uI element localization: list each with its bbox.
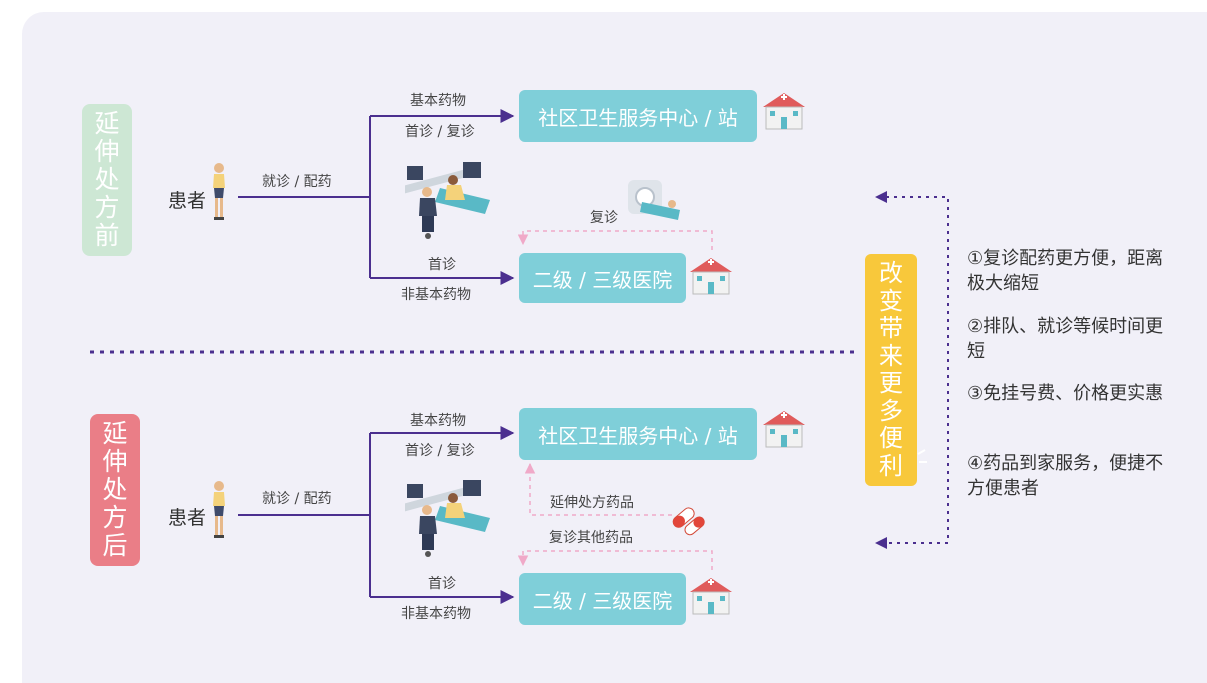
hospital-building-icon <box>690 258 732 295</box>
basic-drugs-label-after: 基本药物 <box>410 413 466 429</box>
nonbasic-drugs-label-after: 非基本药物 <box>401 606 471 622</box>
first-visit-label-before: 首诊 <box>428 257 456 273</box>
visit-label-after: 就诊 / 配药 <box>262 491 332 507</box>
return-visit-label-before: 复诊 <box>590 210 618 226</box>
bracket-arrowhead-top <box>875 191 887 203</box>
consultation-illustration-before <box>405 162 490 239</box>
vertical-char: 伸 <box>102 447 128 476</box>
community-health-center-box-before: 社区卫生服务中心 / 站 <box>519 90 757 142</box>
first-return-label-after: 首诊 / 复诊 <box>405 443 475 459</box>
vertical-char: 后 <box>102 531 128 560</box>
bracket-arrowhead-bottom <box>875 537 887 549</box>
community-health-center-box-after: 社区卫生服务中心 / 站 <box>519 408 757 460</box>
hospital-building-icon <box>763 93 805 130</box>
vertical-char: 伸 <box>94 137 120 166</box>
vertical-char: 利 <box>879 451 903 480</box>
hospital-box-before: 二级 / 三级医院 <box>519 253 686 303</box>
benefit-item: ②排队、就诊等候时间更短 <box>967 316 1164 362</box>
first-return-label-before: 首诊 / 复诊 <box>405 124 475 140</box>
before-badge: 延伸处方前 <box>82 104 132 256</box>
vertical-char: 前 <box>94 221 120 250</box>
vertical-char: 延 <box>94 109 120 138</box>
return-visit-dashed-before <box>517 230 713 250</box>
benefit-bracket <box>886 196 949 544</box>
vertical-char: 方 <box>94 193 120 222</box>
vertical-char: 更 <box>879 369 903 397</box>
other-drugs-label-after: 复诊其他药品 <box>549 530 633 546</box>
vertical-char: 处 <box>94 165 120 194</box>
change-benefit-box: 改变带来更多便利 <box>865 254 917 486</box>
basic-drugs-label-before: 基本药物 <box>410 93 466 109</box>
patient-label-after: 患者 <box>168 507 207 529</box>
benefit-item: ③免挂号费、价格更实惠 <box>967 383 1164 404</box>
visit-label-before: 就诊 / 配药 <box>262 174 332 190</box>
patient-icon-before <box>213 163 225 220</box>
extended-drugs-dashed-after <box>524 462 672 516</box>
nonbasic-drugs-label-before: 非基本药物 <box>401 287 471 303</box>
vertical-char: 多 <box>879 396 903 425</box>
first-visit-label-after: 首诊 <box>428 576 456 592</box>
vertical-char: 延 <box>102 419 128 448</box>
vertical-char: 带 <box>879 314 903 342</box>
hospital-building-icon <box>690 578 732 615</box>
pill-capsules <box>672 507 705 536</box>
patient-label-before: 患者 <box>168 190 207 212</box>
hospital-building-icon <box>763 411 805 448</box>
vertical-char: 来 <box>879 341 903 370</box>
vertical-char: 改 <box>879 259 903 287</box>
scanner-illustration <box>628 180 680 220</box>
extended-drugs-label-after: 延伸处方药品 <box>550 495 634 511</box>
consultation-illustration-after <box>405 480 490 557</box>
hospital-box-after: 二级 / 三级医院 <box>519 573 686 625</box>
benefit-item: ④药品到家服务，便捷不方便患者 <box>967 453 1164 499</box>
vertical-char: 方 <box>102 503 128 532</box>
vertical-char: 便 <box>879 424 903 452</box>
patient-icon-after <box>213 481 225 538</box>
other-drugs-dashed-after <box>517 550 713 570</box>
vertical-char: 处 <box>102 475 128 504</box>
benefit-item: ①复诊配药更方便，距离极大缩短 <box>967 248 1164 294</box>
vertical-char: 变 <box>879 286 903 315</box>
after-badge: 延伸处方后 <box>90 414 140 566</box>
